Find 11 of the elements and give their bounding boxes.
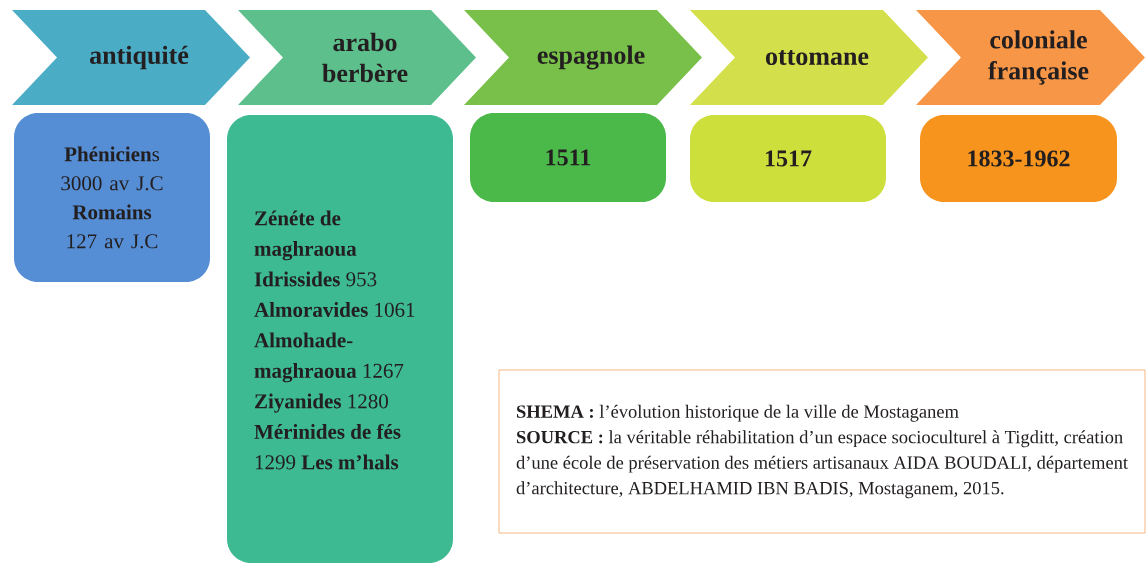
- chevron-band: espagnole: [464, 10, 702, 105]
- chevron-band: coloniale française: [916, 10, 1145, 105]
- rounded-box: Zénéte de maghraoua Idrissides 953 Almoravides 1061 Almohade-maghraoua 1267 Ziyanides 1280 Mérinides de fés 1299 Les m’hals: [227, 115, 453, 563]
- rounded-box: Phéniciens 3000 av J.C Romains 127 av J.C: [14, 113, 210, 282]
- caption-box: SHEMA : l’évolution historique de la ville de Mostaganem SOURCE : la véritable réhabilitation d’un espace socioculturel à Tigditt, création d’une école de préservation des métiers artisanaux AIDA BOUDALI, département d’architecture, ABDELHAMID IBN BADIS, Mostaganem, 2015.: [498, 369, 1146, 534]
- chevron-band: ottomane: [690, 10, 928, 105]
- rounded-box: 1517: [690, 115, 886, 202]
- chevron-band: antiquité: [12, 10, 250, 105]
- rounded-box: 1833-1962: [920, 115, 1117, 202]
- rounded-box: 1511: [470, 113, 666, 202]
- chevron-band: arabo berbère: [238, 10, 476, 105]
